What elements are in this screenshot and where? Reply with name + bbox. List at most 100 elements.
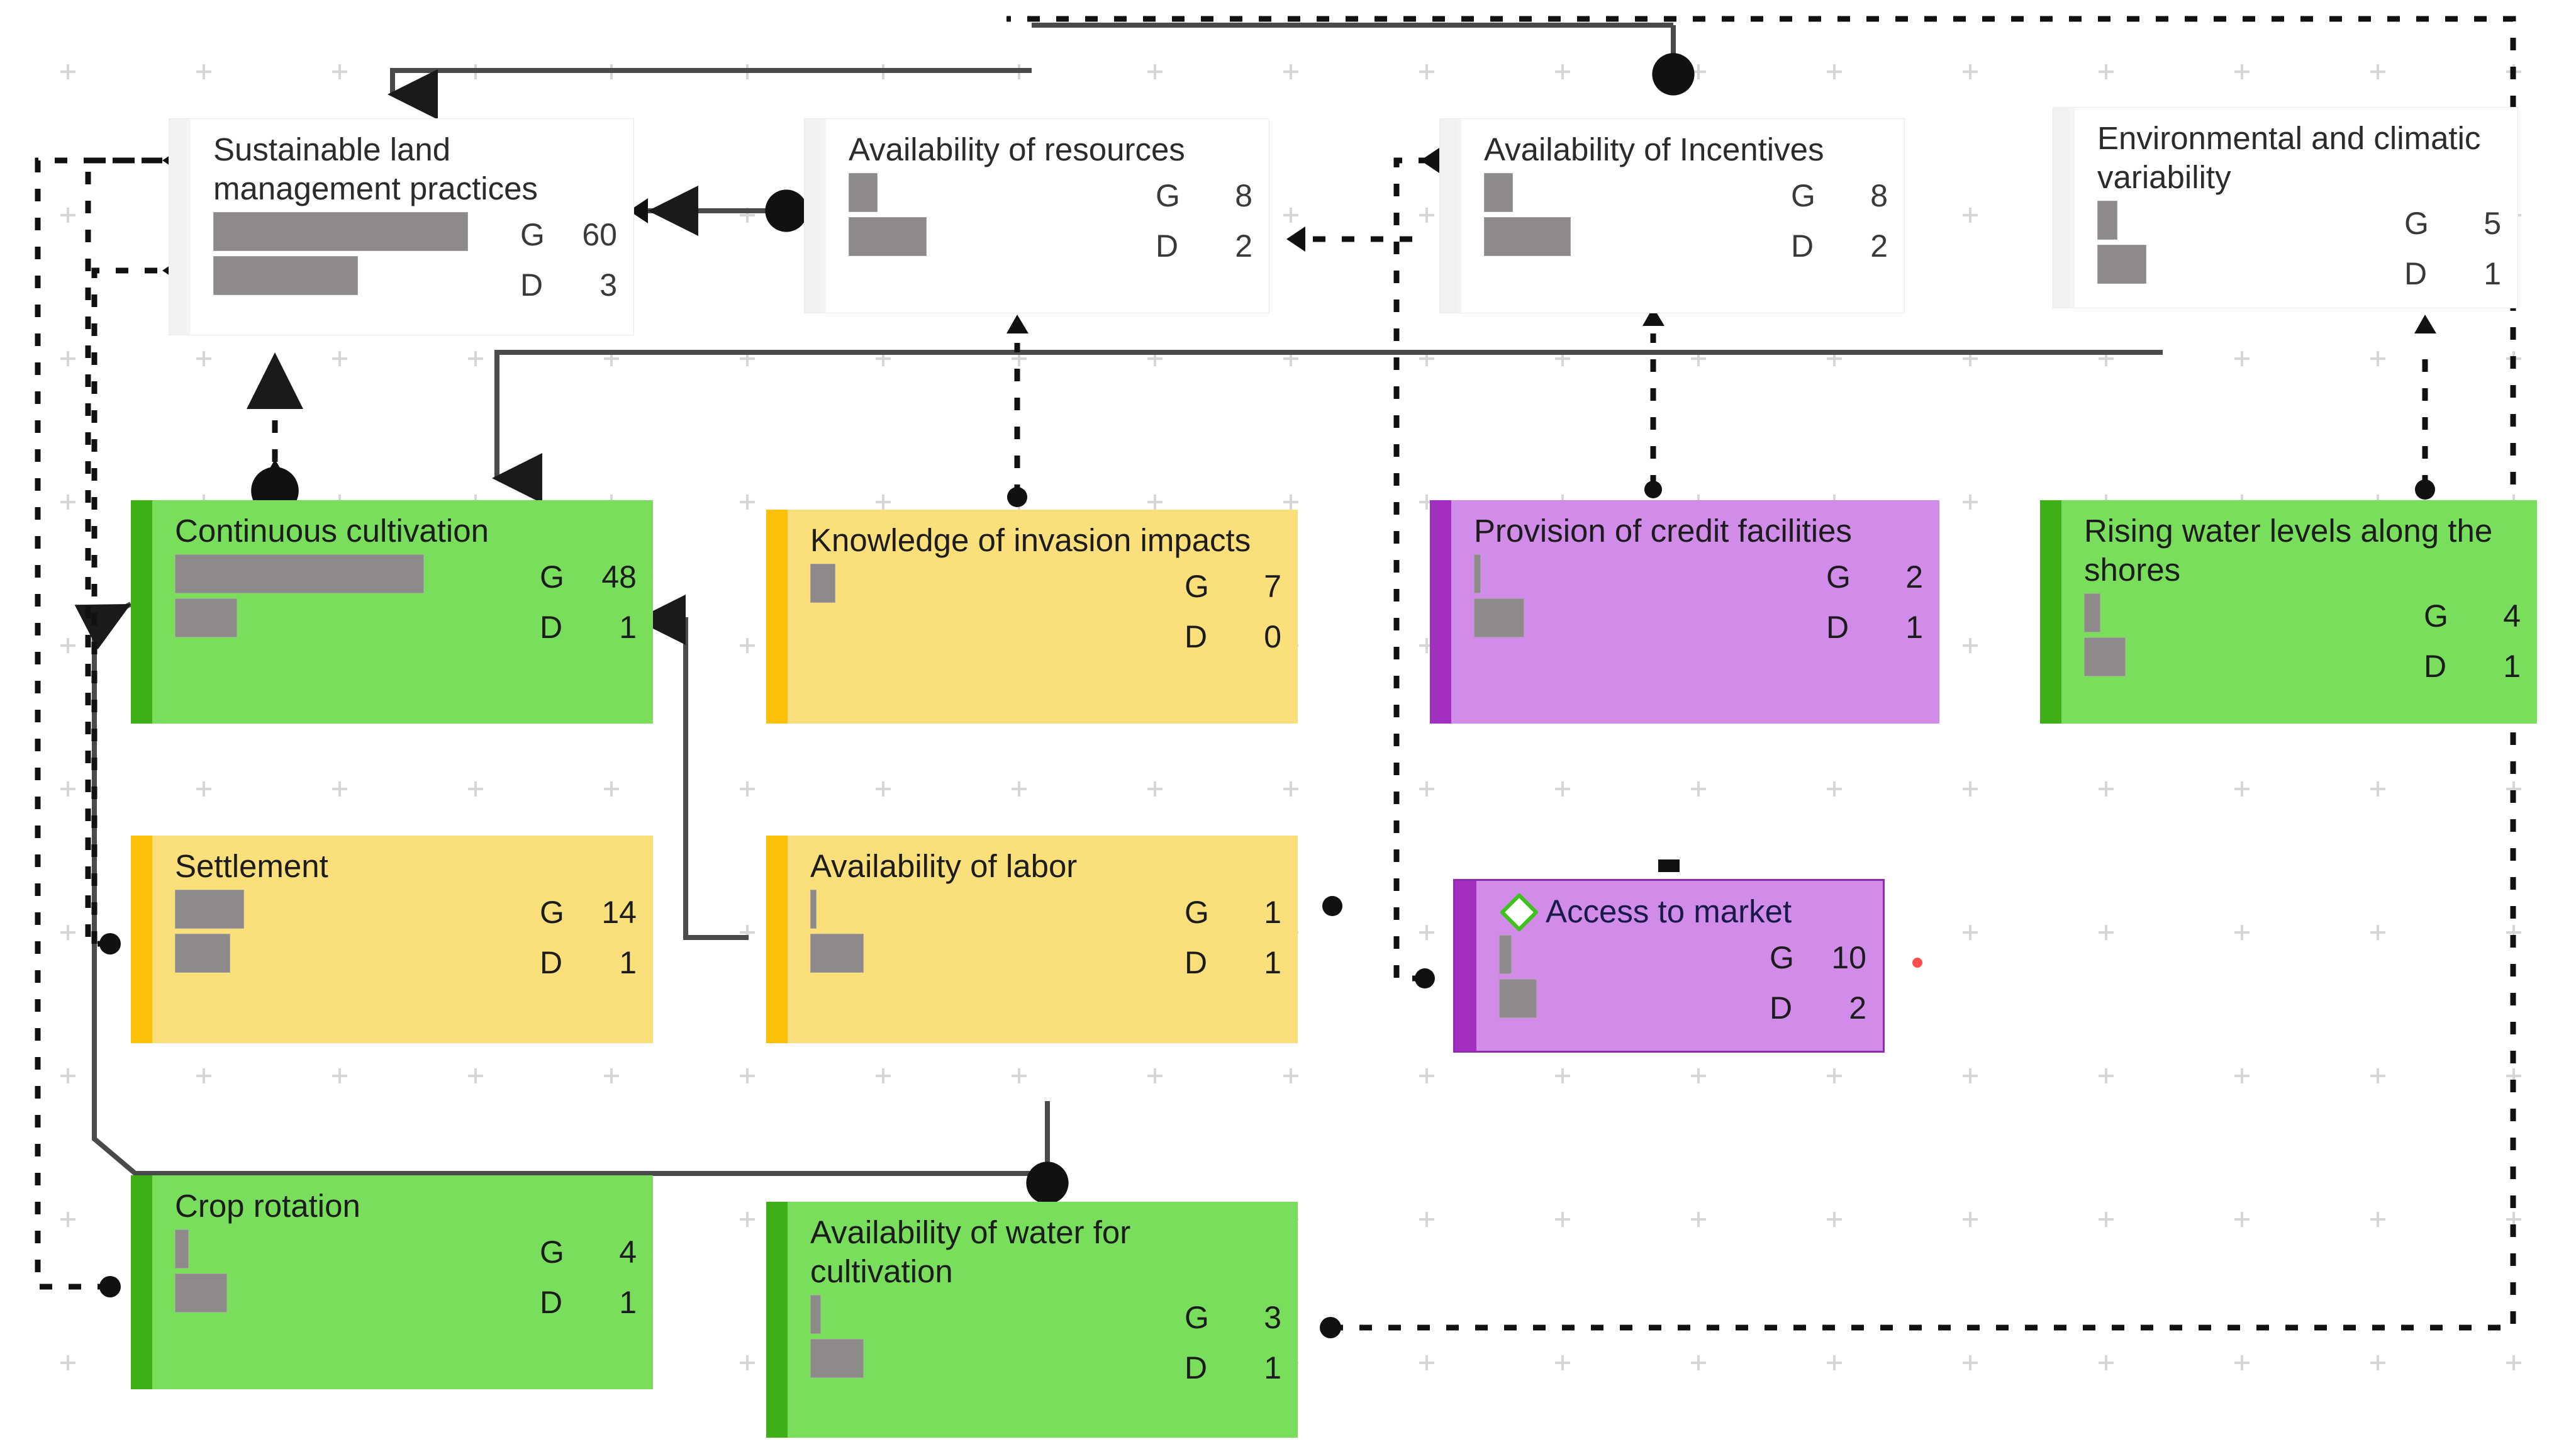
decline-key: D <box>2404 256 2428 291</box>
decline-value: 2 <box>1235 228 1252 264</box>
node-bars <box>175 1229 227 1312</box>
growth-value: 1 <box>1264 895 1281 930</box>
decline-bar <box>2084 637 2126 676</box>
node-accent-bar <box>2040 500 2061 724</box>
node-accent-bar <box>131 500 152 724</box>
decline-value: 1 <box>619 945 637 980</box>
decline-bar <box>213 256 358 295</box>
decline-key: D <box>1791 228 1814 264</box>
node-title: Environmental and climatic variability <box>2097 120 2481 195</box>
growth-bar <box>175 890 244 929</box>
node-accent-bar <box>1455 881 1476 1051</box>
node-bars <box>2084 593 2126 676</box>
decline-bar <box>175 598 237 637</box>
growth-value: 4 <box>619 1234 637 1270</box>
decline-key: D <box>1826 610 1849 645</box>
node-title: Availability of Incentives <box>1484 132 1824 167</box>
decline-key: D <box>520 267 544 303</box>
diamond-icon <box>1499 892 1539 932</box>
growth-bar <box>213 212 468 251</box>
node-title: Access to market <box>1546 893 1792 929</box>
decline-key: D <box>1156 228 1179 264</box>
node-bars <box>849 173 927 256</box>
node-title: Continuous cultivation <box>175 513 489 549</box>
growth-value: 8 <box>1235 178 1252 213</box>
growth-value: 3 <box>1264 1300 1281 1335</box>
growth-bar <box>1499 935 1512 974</box>
decline-value: 2 <box>1870 228 1888 264</box>
growth-key: G <box>2424 598 2448 634</box>
node-title: Provision of credit facilities <box>1474 513 1852 549</box>
growth-key: G <box>520 217 545 252</box>
node-accent-bar <box>805 119 821 313</box>
decline-value: 3 <box>599 267 617 303</box>
growth-key: G <box>1185 895 1209 930</box>
decline-key: D <box>540 610 563 645</box>
node-bars <box>1484 173 1571 256</box>
node-bars <box>175 554 424 637</box>
decline-key: D <box>540 1285 563 1320</box>
decline-value: 0 <box>1264 619 1281 654</box>
growth-value: 10 <box>1831 940 1866 975</box>
decline-bar <box>810 934 864 973</box>
decline-bar <box>849 217 927 256</box>
growth-bar <box>175 1229 189 1268</box>
growth-key: G <box>1826 559 1851 595</box>
node-title: Availability of resources <box>849 132 1185 167</box>
growth-key: G <box>1185 1300 1209 1335</box>
node-bars <box>1474 554 1524 637</box>
node-bars <box>2097 201 2147 284</box>
decline-value: 1 <box>619 610 637 645</box>
node-accent-bar <box>169 119 186 335</box>
growth-value: 60 <box>582 217 617 252</box>
growth-bar <box>2097 201 2118 240</box>
decline-bar <box>175 934 230 973</box>
node-title: Crop rotation <box>175 1188 360 1224</box>
decline-value: 1 <box>2484 256 2501 291</box>
decline-bar <box>1484 217 1571 256</box>
growth-value: 5 <box>2484 206 2501 241</box>
growth-value: 2 <box>1905 559 1923 595</box>
growth-bar <box>849 173 878 212</box>
node-accent-bar <box>1430 500 1451 724</box>
growth-key: G <box>540 895 564 930</box>
decline-bar <box>1474 598 1524 637</box>
